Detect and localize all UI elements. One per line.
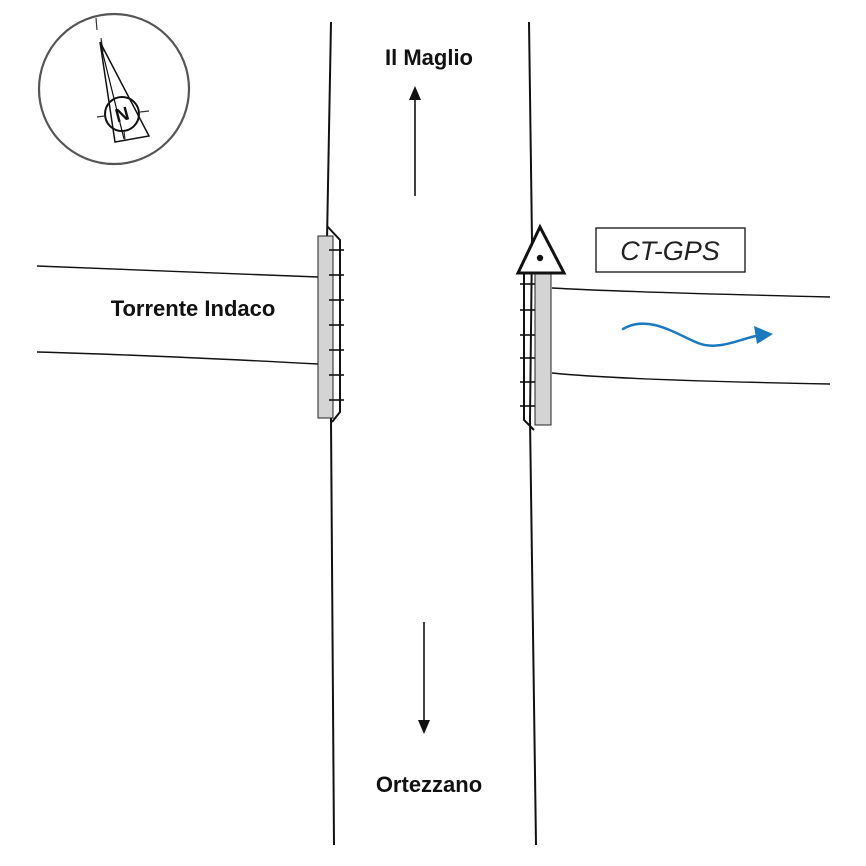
south-direction-arrow <box>418 622 430 734</box>
compass-north-letter: N <box>113 104 132 128</box>
water-flow-arrow-icon <box>621 322 773 347</box>
station-label: CT-GPS <box>620 236 720 266</box>
stream-name-label: Torrente Indaco <box>111 296 276 321</box>
east-bridge <box>520 263 552 431</box>
west-bridge <box>317 225 344 423</box>
road-east-edge <box>528 21 537 846</box>
gps-station-triangle-icon <box>515 223 567 275</box>
compass-rose-icon: N <box>37 12 191 166</box>
station-label-box: CT-GPS <box>595 227 746 273</box>
stream-banks <box>36 265 831 385</box>
north-direction-arrow <box>409 86 421 196</box>
south-destination-label: Ortezzano <box>376 772 482 797</box>
north-destination-label: Il Maglio <box>385 45 473 70</box>
